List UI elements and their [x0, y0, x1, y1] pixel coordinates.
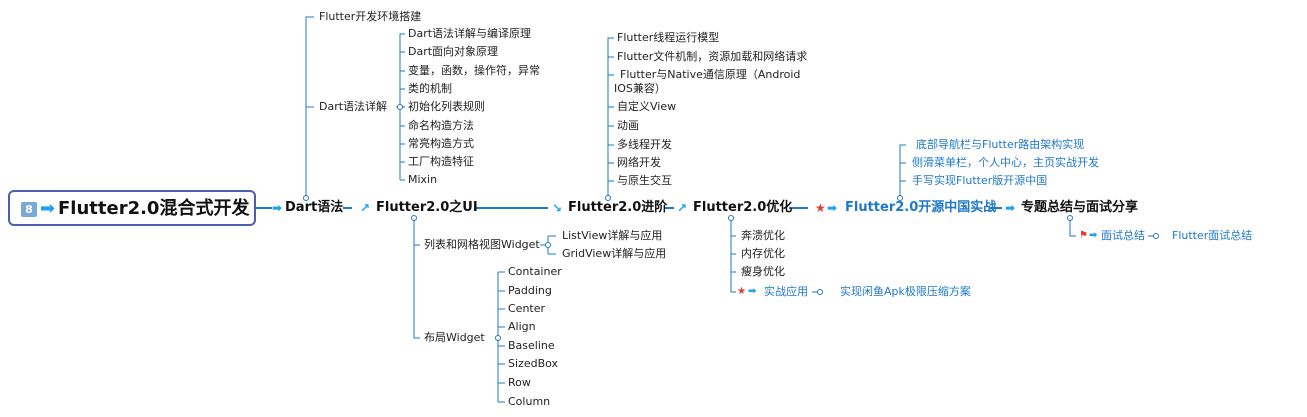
- ui-layout-item[interactable]: SizedBox: [508, 357, 559, 370]
- dart-item[interactable]: 变量，函数，操作符，异常: [408, 64, 540, 77]
- osc-item[interactable]: 手写实现Flutter版开源中国: [912, 174, 1048, 187]
- summary-interview-detail[interactable]: Flutter面试总结: [1172, 229, 1253, 242]
- ui-layout-label[interactable]: 布局Widget: [424, 331, 485, 344]
- arrow-right-icon: ➡: [40, 198, 56, 219]
- node-ui[interactable]: Flutter2.0之UI: [376, 200, 478, 215]
- advanced-item[interactable]: 自定义View: [617, 100, 677, 113]
- advanced-item[interactable]: 与原生交互: [617, 174, 672, 187]
- node-dart[interactable]: Dart语法: [285, 200, 344, 215]
- star-icon: ★: [737, 286, 746, 297]
- dart-item[interactable]: 常亮构造方式: [408, 137, 474, 150]
- node-osc[interactable]: Flutter2.0开源中国实战: [845, 200, 997, 215]
- ui-layout-item[interactable]: Row: [508, 376, 531, 389]
- dart-item[interactable]: 类的机制: [408, 82, 452, 95]
- arrow-down-right-icon: ↘: [552, 201, 563, 215]
- ui-layout-item[interactable]: Align: [508, 320, 536, 333]
- optimize-practice[interactable]: 实战应用: [764, 285, 808, 298]
- optimize-item[interactable]: 内存优化: [741, 247, 785, 260]
- ui-list-item[interactable]: ListView详解与应用: [562, 229, 663, 242]
- arrow-up-right-icon: ↗: [677, 201, 688, 215]
- optimize-item[interactable]: 瘦身优化: [741, 265, 785, 278]
- root-title: Flutter2.0混合式开发: [58, 198, 250, 219]
- advanced-item[interactable]: Flutter与Native通信原理（Android: [620, 68, 801, 81]
- flag-icon: ⚑: [1079, 230, 1088, 241]
- dart-item[interactable]: Mixin: [408, 173, 438, 186]
- optimize-practice-detail[interactable]: 实现闲鱼Apk极限压缩方案: [840, 285, 971, 298]
- node-summary[interactable]: 专题总结与面试分享: [1021, 200, 1139, 215]
- advanced-item[interactable]: Flutter文件机制，资源加载和网络请求: [617, 50, 808, 63]
- dart-item[interactable]: 命名构造方法: [408, 119, 474, 132]
- ui-layout-item[interactable]: Padding: [508, 284, 552, 297]
- arrow-right-icon: ➡: [748, 286, 757, 297]
- ui-layout-item[interactable]: Column: [508, 395, 551, 408]
- arrow-right-icon: ➡: [272, 201, 283, 215]
- chapter-badge: 8: [21, 202, 37, 217]
- node-advanced[interactable]: Flutter2.0进阶: [568, 200, 668, 215]
- arrow-up-right-icon: ↗: [360, 201, 371, 215]
- arrow-right-icon: ➡: [1089, 230, 1098, 241]
- star-icon: ★: [815, 201, 826, 215]
- dart-item[interactable]: Dart语法详解与编译原理: [408, 27, 532, 40]
- optimize-item[interactable]: 奔溃优化: [741, 229, 785, 242]
- osc-item[interactable]: 底部导航栏与Flutter路由架构实现: [916, 138, 1085, 151]
- advanced-item[interactable]: 网络开发: [617, 156, 661, 169]
- arrow-right-icon: ➡: [827, 201, 838, 215]
- dart-env[interactable]: Flutter开发环境搭建: [319, 10, 422, 23]
- advanced-item[interactable]: Flutter线程运行模型: [617, 31, 720, 44]
- ui-layout-item[interactable]: Center: [508, 302, 546, 315]
- dart-item[interactable]: 工厂构造特征: [408, 155, 474, 168]
- advanced-item[interactable]: IOS兼容）: [614, 82, 666, 95]
- advanced-item[interactable]: 多线程开发: [617, 138, 672, 151]
- root-node[interactable]: 8 ➡ Flutter2.0混合式开发: [8, 190, 256, 226]
- osc-item[interactable]: 侧滑菜单栏，个人中心，主页实战开发: [912, 156, 1099, 169]
- dart-item[interactable]: Dart面向对象原理: [408, 45, 499, 58]
- ui-list-label[interactable]: 列表和网格视图Widget: [424, 238, 540, 251]
- node-optimize[interactable]: Flutter2.0优化: [693, 200, 793, 215]
- ui-layout-item[interactable]: Baseline: [508, 339, 555, 352]
- summary-interview[interactable]: 面试总结: [1101, 229, 1145, 242]
- ui-layout-item[interactable]: Container: [508, 265, 562, 278]
- dart-item[interactable]: 初始化列表规则: [408, 100, 485, 113]
- dart-syntax-label[interactable]: Dart语法详解: [319, 100, 388, 113]
- advanced-item[interactable]: 动画: [617, 119, 639, 132]
- ui-list-item[interactable]: GridView详解与应用: [562, 247, 667, 260]
- arrow-right-icon: ➡: [1005, 201, 1016, 215]
